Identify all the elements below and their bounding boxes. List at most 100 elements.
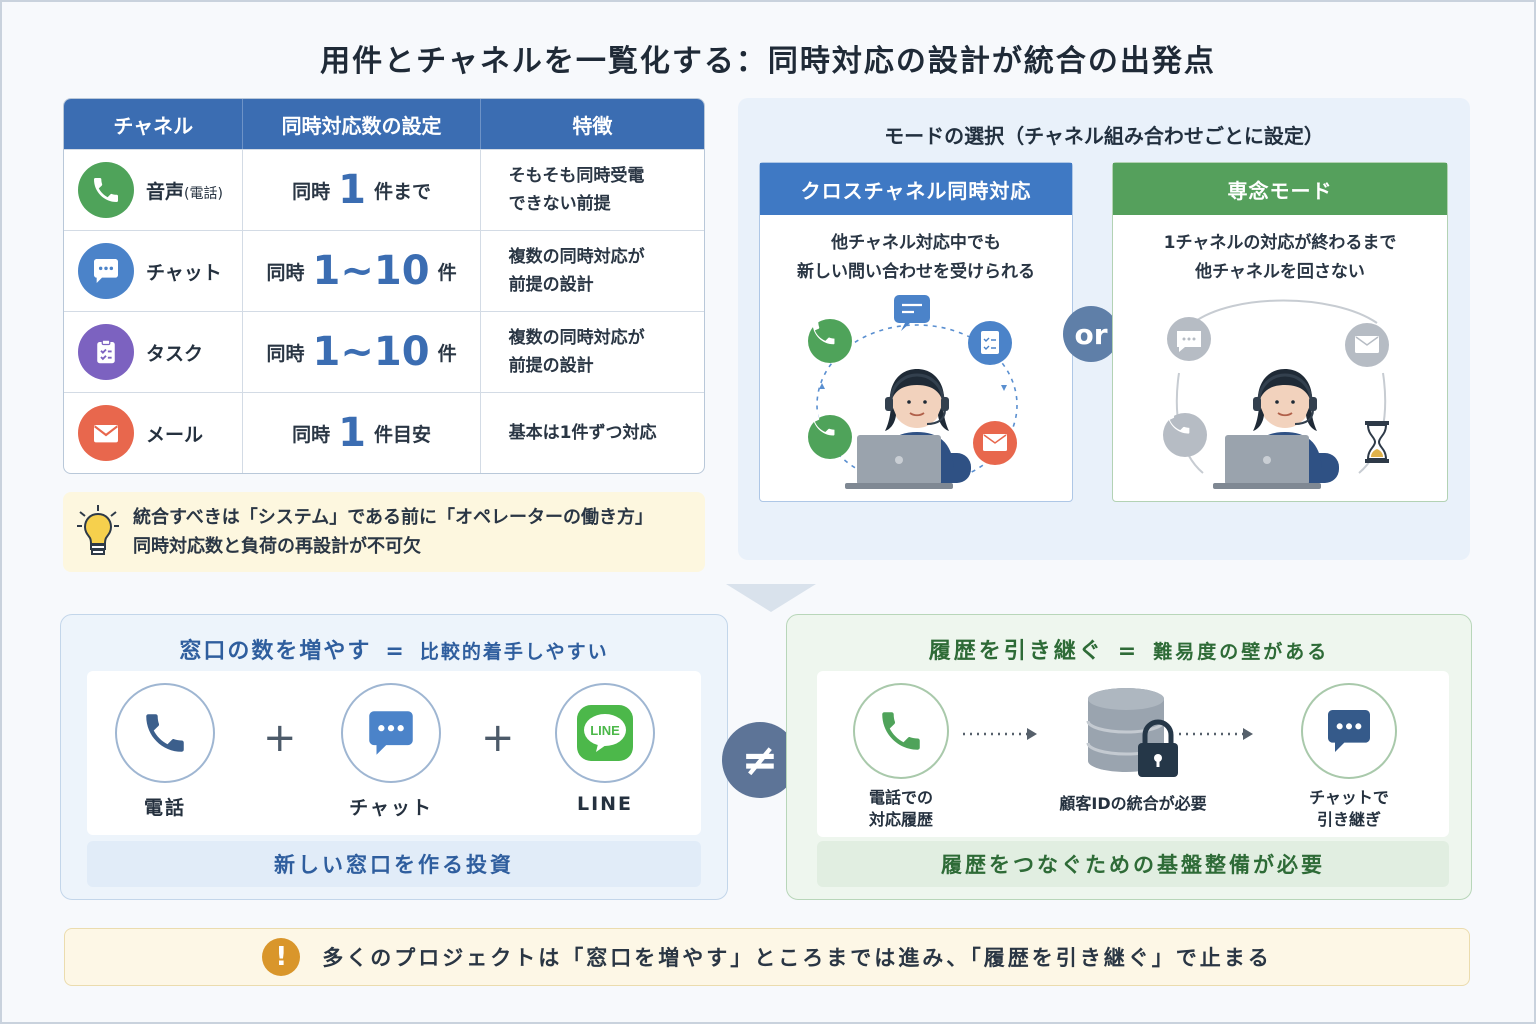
channel-cell: 音声(電話) [64,150,244,230]
channel-name: 音声 [146,180,185,203]
count-prefix: 同時 [292,180,331,203]
line-channel: LINE LINE [555,683,655,815]
mode-panel: モードの選択（チャネル組み合わせごとに設定） クロスチャネル同時対応 他チャネル… [738,98,1470,560]
concurrency-cell: 同時 1~10 件 [243,312,481,392]
chat-icon [341,683,441,783]
customer-id-integration: 顧客IDの統合が必要 [1017,685,1249,815]
focus-mode: 専念モード 1チャネルの対応が終わるまで 他チャネルを回さない [1112,162,1448,502]
add-channels-subtitle: 比較的着手しやすい [419,641,609,663]
channel-name: チャット [146,261,222,284]
mode-panel-title: モードの選択（チャネル組み合わせごとに設定） [884,124,1324,148]
conclusion-text: 多くのプロジェクトは「窓口を増やす」ところまでは進み、「履歴を引き継ぐ」で止まる [322,946,1272,970]
count-number: 1 [338,167,366,213]
phone-icon [853,683,949,779]
inherit-history-box: 履歴を引き継ぐ=難易度の壁がある 電話での 対応履歴 顧客IDの統合 [786,614,1472,900]
down-arrow-icon [726,584,816,612]
dotted-arrow-icon [1179,728,1253,740]
table-header: チャネル 同時対応数の設定 特徴 [64,99,704,149]
chat-channel: チャット [341,683,441,820]
count-number: 1~10 [312,248,430,294]
tip-box: 統合すべきは「システム」である前に「オペレーターの働き方」 同時対応数と負荷の再… [63,492,705,572]
table-row: メール 同時 1 件目安 基本は1件ずつ対応 [64,392,704,473]
add-channels-heading: 窓口の数を増やす = 比較的着手しやすい [61,633,727,665]
customer-id-label: 顧客IDの統合が必要 [1059,794,1207,813]
plus-sign: + [263,715,297,761]
dotted-arrow-icon [963,728,1037,740]
header-feature: 特徴 [572,113,613,138]
phone-history: 電話での 対応履歴 [851,683,951,831]
add-channels-title: 窓口の数を増やす [179,639,372,664]
phone-icon [115,683,215,783]
feature-cell: 複数の同時対応が 前提の設計 [508,247,645,295]
phone-history-label: 電話での 対応履歴 [868,788,933,829]
inherit-history-title: 履歴を引き継ぐ [928,639,1104,664]
count-prefix: 同時 [266,342,305,365]
operator-multichannel-illustration [808,295,1018,489]
history-flow-row: 電話での 対応履歴 顧客IDの統合が必要 [817,671,1449,837]
clipboard-icon [78,324,134,380]
channel-note: (電話) [184,185,223,202]
count-prefix: 同時 [266,261,305,284]
or-badge: or [1063,306,1119,362]
cross-channel-mode: クロスチャネル同時対応 他チャネル対応中でも 新しい問い合わせを受けられる [759,162,1073,502]
cross-mode-description: 他チャネル対応中でも 新しい問い合わせを受けられる [797,233,1035,282]
count-number: 1 [338,410,366,456]
concurrency-cell: 同時 1~10 件 [243,231,481,311]
hourglass-icon [1365,421,1389,463]
channel-name: タスク [146,342,204,365]
equals-sign: = [1117,639,1140,664]
table-row: チャット 同時 1~10 件 複数の同時対応が 前提の設計 [64,230,704,311]
chat-handover-label: チャットで 引き継ぎ [1309,788,1389,829]
inherit-history-subtitle: 難易度の壁がある [1153,641,1330,663]
warning-icon: ! [262,938,301,976]
channel-table: チャネル 同時対応数の設定 特徴 音声(電話) 同時 1 件まで そもそも同時受… [63,98,705,474]
channel-cell: チャット [64,231,244,311]
equals-sign: = [385,639,406,664]
plus-sign: + [481,715,515,761]
conclusion-banner: ! 多くのプロジェクトは「窓口を増やす」ところまでは進み、「履歴を引き継ぐ」で止… [64,928,1470,986]
mail-icon [78,405,134,461]
concurrency-cell: 同時 1 件まで [243,150,481,230]
inherit-history-heading: 履歴を引き継ぐ = 難易度の壁がある [787,633,1471,665]
count-suffix: 件 [437,261,457,284]
line-label: LINE [576,793,634,815]
feature-cell: そもそも同時受電 できない前提 [508,166,645,214]
operator-focus-illustration [1163,299,1389,489]
page-title: 用件とチャネルを一覧化する：同時対応の設計が統合の出発点 [320,44,1216,79]
line-icon: LINE [555,683,655,783]
table-row: タスク 同時 1~10 件 複数の同時対応が 前提の設計 [64,311,704,392]
feature-cell: 複数の同時対応が 前提の設計 [508,328,645,376]
count-number: 1~10 [312,329,430,375]
count-prefix: 同時 [292,423,331,446]
tip-text: 統合すべきは「システム」である前に「オペレーターの働き方」 同時対応数と負荷の再… [133,507,654,557]
phone-icon [78,162,134,218]
lightbulb-icon [63,504,133,560]
count-suffix: 件 [437,342,457,365]
database-lock-icon [1086,688,1178,777]
concurrency-cell: 同時 1 件目安 [243,393,481,473]
count-suffix: 件まで [373,180,431,203]
table-row: 音声(電話) 同時 1 件まで そもそも同時受電 できない前提 [64,149,704,230]
phone-label: 電話 [143,797,186,819]
add-channels-footer: 新しい窓口を作る投資 [87,841,701,887]
focus-mode-description: 1チャネルの対応が終わるまで 他チャネルを回さない [1163,233,1397,282]
inherit-history-footer: 履歴をつなぐための基盤整備が必要 [817,841,1449,887]
header-channel: チャネル [64,99,244,149]
chat-icon [1301,683,1397,779]
chat-label: チャット [349,797,433,819]
not-equal-badge: ≠ [722,722,798,798]
cross-mode-header: クロスチャネル同時対応 [760,163,1072,215]
channel-cell: メール [64,393,244,473]
header-concurrency: 同時対応数の設定 [243,99,481,149]
count-suffix: 件目安 [373,423,431,446]
channel-icons-row: 電話 + チャット + LINE LINE [87,671,701,835]
phone-channel: 電話 [115,683,215,820]
chat-handover: チャットで 引き継ぎ [1299,683,1399,831]
add-channels-box: 窓口の数を増やす = 比較的着手しやすい 電話 + チャット + LINE [60,614,728,900]
feature-cell: 基本は1件ずつ対応 [508,423,657,443]
line-logo-text: LINE [590,723,620,738]
focus-mode-header: 専念モード [1113,163,1447,215]
channel-cell: タスク [64,312,244,392]
channel-name: メール [146,423,204,446]
